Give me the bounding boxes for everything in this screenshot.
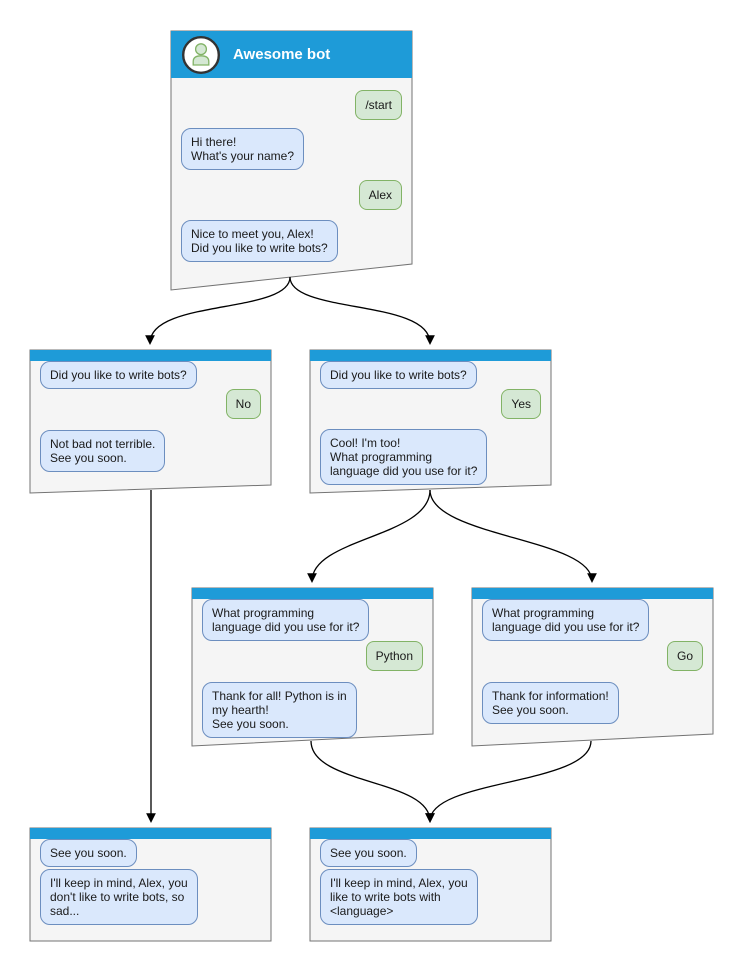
no-branch-node: Did you like to write bots? No Not bad n… [30,350,271,493]
go-branch-node: What programming language did you use fo… [472,588,713,746]
edge-go-to-end [425,740,592,823]
bot-message-bubble: Thank for all! Python is in my hearth! S… [202,682,357,738]
bot-message-bubble: Hi there! What's your name? [181,128,305,170]
edge-yes-to-python [307,489,431,583]
bot-message-bubble: See you soon. [40,839,137,867]
bot-message-bubble: Thank for information! See you soon. [482,682,619,724]
chat-header [192,588,433,599]
bot-message-bubble: Nice to meet you, Alex! Did you like to … [181,220,338,262]
end-no-node: See you soon. I'll keep in mind, Alex, y… [30,828,271,941]
bot-message-bubble: Not bad not terrible. See you soon. [40,430,166,472]
user-message-bubble: Alex [358,180,402,210]
edge-yes-to-go [429,489,597,583]
python-branch-node: What programming language did you use fo… [192,588,433,746]
bot-message-bubble: Did you like to write bots? [40,361,197,389]
user-message-bubble: Yes [501,389,541,419]
edge-root-to-no [145,276,291,345]
bot-message-bubble: Cool! I'm too! What programming language… [320,429,488,485]
bot-message-bubble: Did you like to write bots? [320,361,477,389]
edge-root-to-yes [289,276,435,345]
bot-title: Awesome bot [233,46,331,63]
bot-message-bubble: I'll keep in mind, Alex, you don't like … [40,869,198,925]
user-message-bubble: Python [365,641,423,671]
edge-python-to-end [310,740,435,823]
chat-header [310,828,551,839]
root-chat-node: Awesome bot /start Hi there! What's your… [171,31,412,290]
chat-header [310,350,551,361]
user-message-bubble: No [225,389,261,419]
bot-message-bubble: I'll keep in mind, Alex, you like to wri… [320,869,478,925]
yes-branch-node: Did you like to write bots? Yes Cool! I'… [310,350,551,493]
bot-message-bubble: What programming language did you use fo… [202,599,370,641]
bot-message-bubble: What programming language did you use fo… [482,599,650,641]
chat-header [472,588,713,599]
user-message-bubble: /start [355,90,402,120]
chat-header: Awesome bot [171,31,412,78]
end-language-node: See you soon. I'll keep in mind, Alex, y… [310,828,551,941]
bot-avatar-icon [182,36,220,74]
user-message-bubble: Go [666,641,703,671]
chat-header [30,828,271,839]
bot-message-bubble: See you soon. [320,839,417,867]
chat-header [30,350,271,361]
